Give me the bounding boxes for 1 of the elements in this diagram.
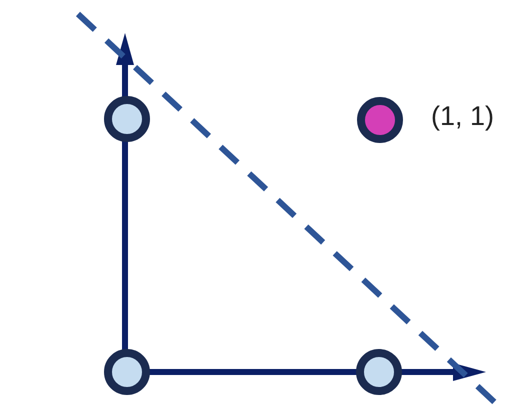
- point-label: (1, 1): [431, 103, 494, 130]
